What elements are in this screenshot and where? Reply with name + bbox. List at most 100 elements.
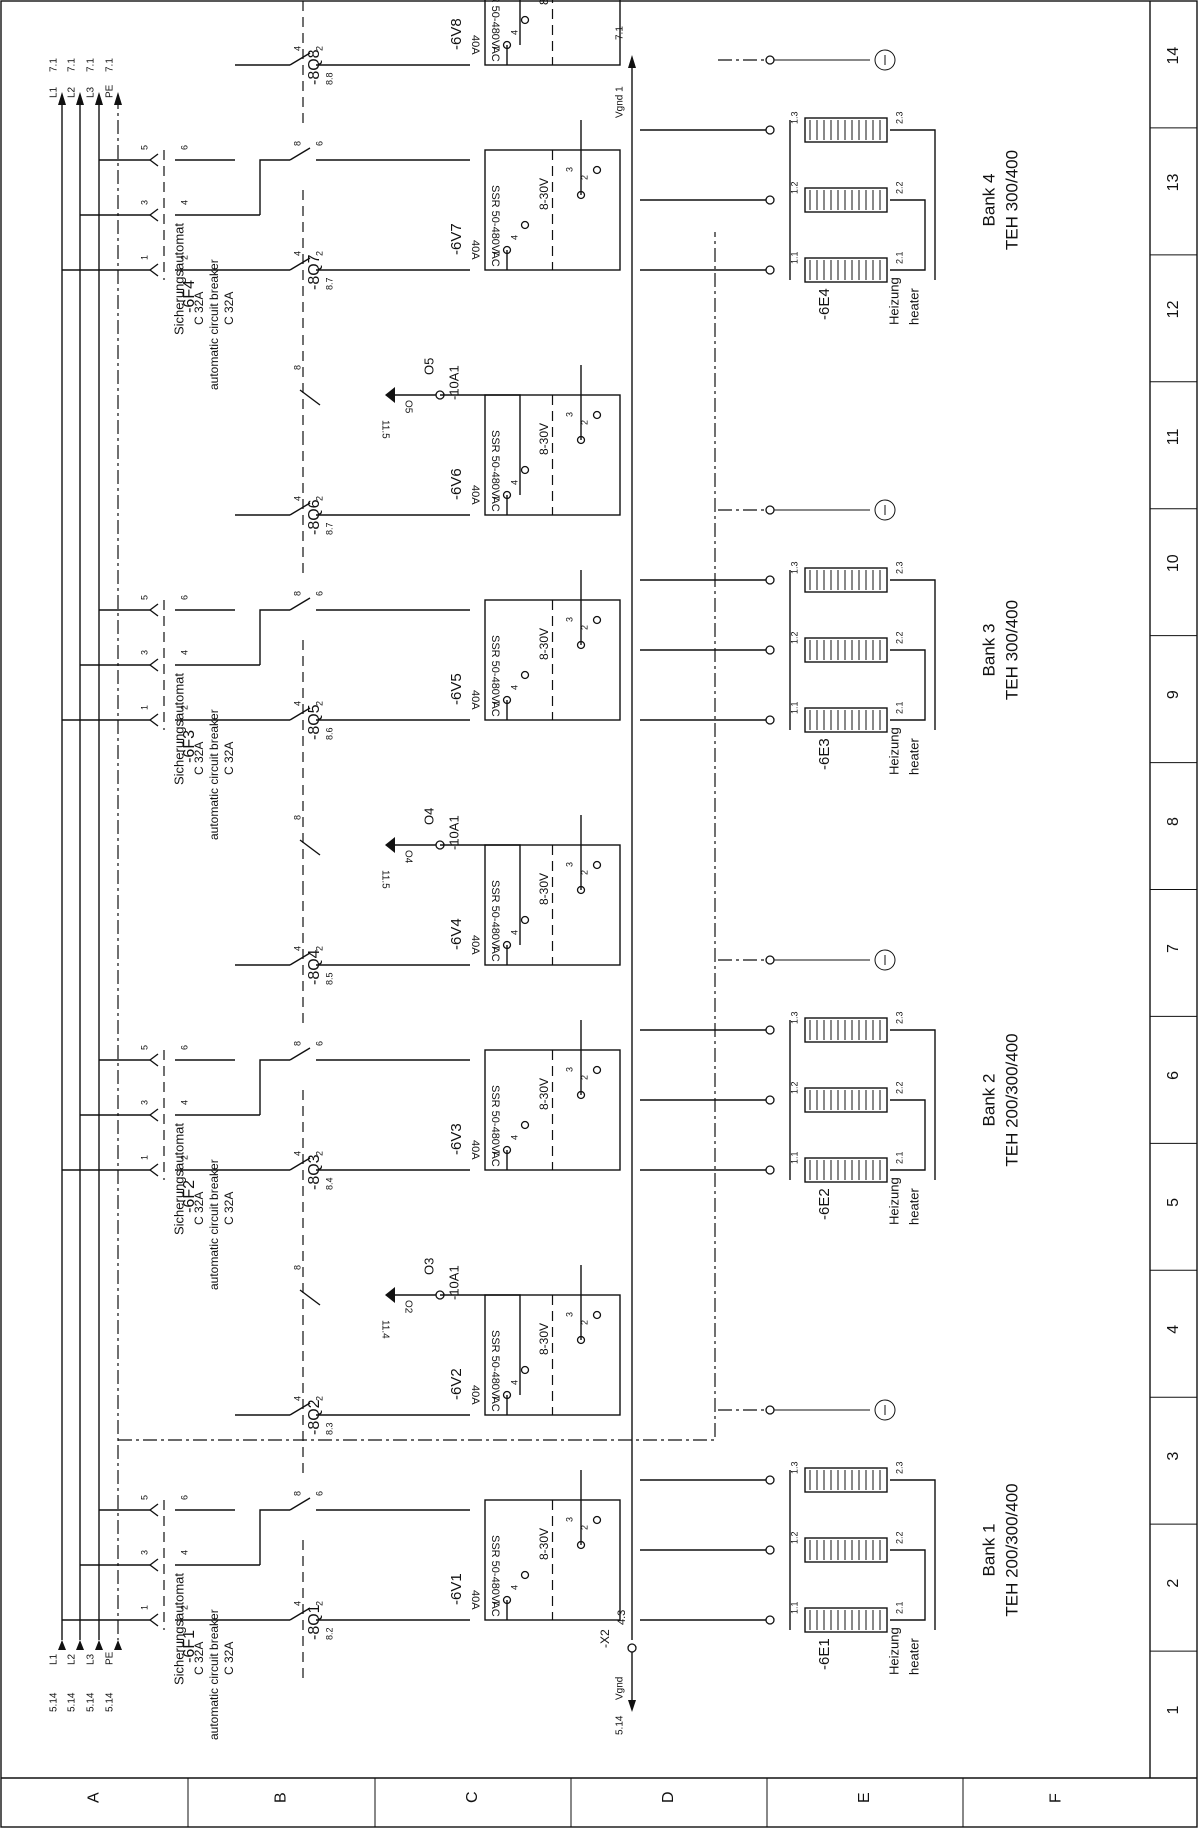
heater-en: heater [906, 1187, 921, 1225]
terminal [520, 220, 530, 230]
relay-contact-icon [289, 952, 311, 966]
heater-term: 1.3 [789, 561, 799, 574]
breaker-pin: 6 [179, 145, 189, 150]
heater-term: 2.1 [894, 251, 904, 264]
ssr-pin: 1 [491, 700, 501, 705]
breaker-contact-icon [149, 1503, 159, 1517]
relay-pin: 2 [314, 701, 324, 706]
breaker-rating: C 32A [222, 1642, 236, 1675]
bank-type: TEH 200/300/400 [1002, 1483, 1021, 1616]
ssr-control: 8-30V [537, 1078, 551, 1110]
relay-contact-icon [289, 147, 311, 161]
relay-pin: 4 [292, 496, 302, 501]
terminal [765, 1165, 775, 1175]
relay-pin: 8 [292, 365, 302, 370]
heater-term: 2.2 [894, 1081, 904, 1094]
ssr-pin: 2 [579, 1075, 589, 1080]
ssr-type: SSR 50-480VAC [489, 430, 501, 512]
relay-pin: 4 [292, 251, 302, 256]
output-module: -10A1 [446, 815, 461, 850]
breaker-contact-icon [149, 1558, 159, 1572]
ssr-id: -6V3 [448, 1123, 465, 1155]
breaker-pin: 6 [179, 1045, 189, 1050]
heater-id: -6E2 [816, 1188, 833, 1220]
heater-term: 2.1 [894, 701, 904, 714]
bank-name: Bank 3 [979, 624, 998, 677]
ssr-id: -6V6 [448, 468, 465, 500]
pole-wire [259, 159, 290, 215]
row-letter: E [856, 1792, 873, 1803]
column-number: 14 [1165, 47, 1182, 65]
heater-element [804, 257, 888, 283]
ssr-pin: 4 [509, 930, 519, 935]
ssr-pin: 2 [579, 870, 589, 875]
relay-id: -8Q5 [306, 704, 323, 740]
terminal [765, 125, 775, 135]
breaker-id: -6F3 [181, 730, 198, 763]
terminal [592, 410, 602, 420]
terminal [592, 1515, 602, 1525]
row-letter: B [273, 1792, 290, 1803]
breaker-title: Sicherungsautomat [171, 223, 186, 335]
arrow-icon [114, 92, 122, 105]
terminal [765, 955, 775, 965]
relay-pin: 2 [314, 251, 324, 256]
heater-term: 1.1 [789, 251, 799, 264]
column-number: 2 [1165, 1579, 1182, 1588]
ssr-type: SSR 50-480VAC [489, 635, 501, 717]
terminal [592, 1065, 602, 1075]
breaker-pin: 5 [139, 1495, 149, 1500]
breaker-desc: automatic circuit breaker [207, 259, 221, 390]
ssr-pin: 3 [564, 617, 574, 622]
relay-id: -8Q6 [306, 499, 323, 535]
ground-icon [874, 1399, 896, 1421]
busbar-name-out: L3 [86, 86, 97, 98]
ssr-pin: 1 [491, 250, 501, 255]
heater-term: 2.3 [894, 111, 904, 124]
breaker-pin: 6 [179, 595, 189, 600]
heater-element [804, 1087, 888, 1113]
breaker-pin: 1 [139, 1155, 149, 1160]
breaker-pin: 4 [179, 200, 189, 205]
relay-contact-icon [289, 257, 311, 271]
terminal [592, 165, 602, 175]
ssr-pin: 2 [579, 420, 589, 425]
breaker-pin: 5 [139, 145, 149, 150]
bank-name: Bank 4 [979, 174, 998, 227]
bank-type: TEH 300/400 [1002, 150, 1021, 250]
heater-element [804, 637, 888, 663]
ssr-pin: 1 [491, 1150, 501, 1155]
heater-link [890, 199, 926, 271]
relay-id: -8Q4 [306, 949, 323, 985]
row-letter: C [464, 1791, 481, 1803]
terminal [765, 55, 775, 65]
ssr-pin: 4 [509, 480, 519, 485]
busbar-name-in: L3 [86, 1653, 97, 1665]
heater-term: 2.1 [894, 1151, 904, 1164]
breaker-rating: C 32A [222, 742, 236, 775]
heater-element [804, 1467, 888, 1493]
relay-pin: 4 [292, 1396, 302, 1401]
heater-element [804, 1607, 888, 1633]
output-ref: 11.5 [379, 870, 390, 889]
breaker-pin: 2 [179, 255, 189, 260]
breaker-title: Sicherungsautomat [171, 1123, 186, 1235]
terminal [520, 15, 530, 25]
ssr-id: -6V5 [448, 673, 465, 705]
breaker-title: Sicherungsautomat [171, 1573, 186, 1685]
heater-term: 1.1 [789, 1601, 799, 1614]
ssr-control: 8-30V [537, 0, 551, 5]
terminal [765, 1095, 775, 1105]
relay-ref: 8.7 [324, 277, 334, 290]
heater-element [804, 707, 888, 733]
breaker-pin: 6 [179, 1495, 189, 1500]
column-number: 5 [1165, 1198, 1182, 1207]
breaker-contact-icon [149, 1108, 159, 1122]
terminal [765, 505, 775, 515]
ssr-current: 40A [469, 935, 481, 955]
ssr-pin: 3 [564, 1312, 574, 1317]
heater-term: 1.2 [789, 631, 799, 644]
pole-wire [259, 1509, 290, 1565]
breaker-pin: 1 [139, 1605, 149, 1610]
